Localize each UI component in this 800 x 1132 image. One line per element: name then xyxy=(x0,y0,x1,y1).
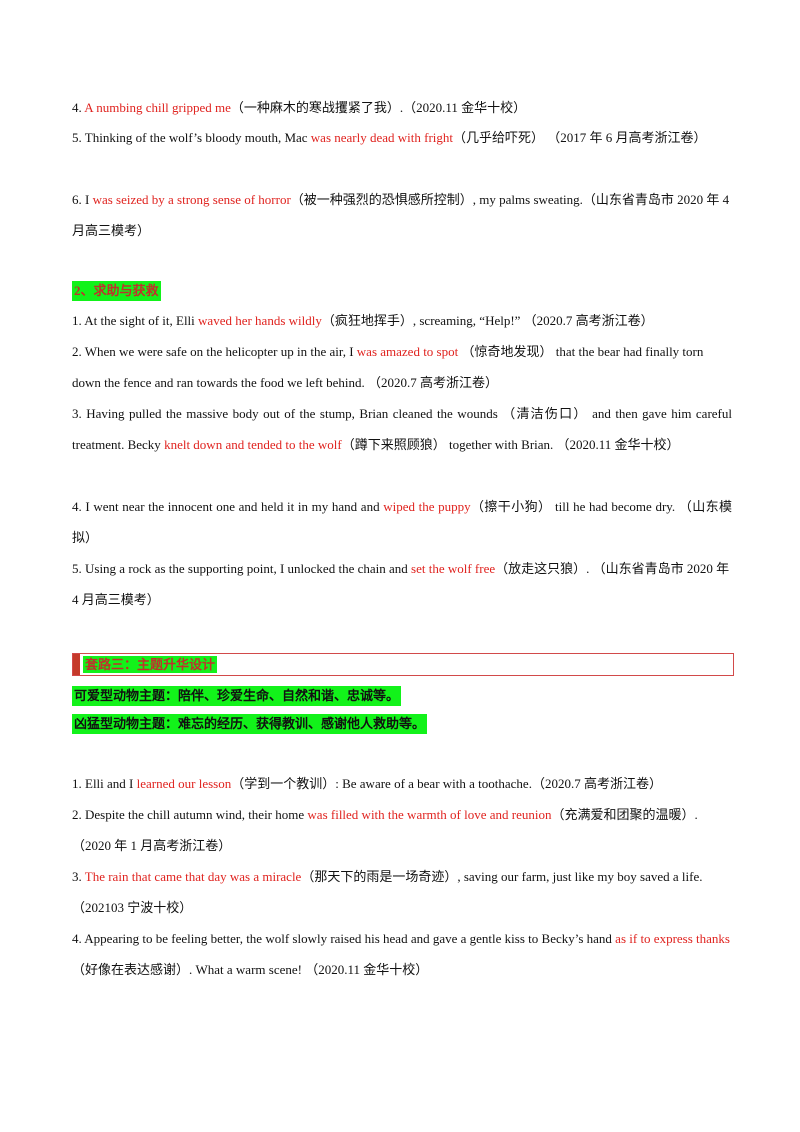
sentence-gloss: （擦干小狗） till he had become dry. （山东模拟） xyxy=(72,499,732,545)
sentence-text: Thinking of the wolf’s bloody mouth, Mac xyxy=(81,130,311,145)
sentence-gloss: （好像在表达感谢）. What a warm scene! （2020.11 金… xyxy=(72,962,429,977)
highlighted-phrase: was seized by a strong sense of horror xyxy=(92,192,291,207)
highlighted-phrase: knelt down and tended to the wolf xyxy=(164,437,342,452)
sentence-text: When we were safe on the helicopter up i… xyxy=(81,344,357,359)
example-sentence-1: 1. At the sight of it, Elli waved her ha… xyxy=(72,305,732,336)
theme-cute-animals: 可爱型动物主题：陪伴、珍爱生命、自然和谐、忠诚等。 xyxy=(72,686,402,706)
section-heading-help-rescue: 2、求助与获救 xyxy=(72,281,161,301)
sentence-gloss: （蹲下来照顾狼） together with Brian. （2020.11 金… xyxy=(341,437,680,452)
sentence-number: 4. xyxy=(72,931,82,946)
example-sentence-4b: 4. I went near the innocent one and held… xyxy=(72,491,732,553)
sentence-number: 4. xyxy=(72,100,82,115)
theme-sentence-1: 1. Elli and I learned our lesson（学到一个教训）… xyxy=(72,768,732,799)
example-sentence-6: 6. I was seized by a strong sense of hor… xyxy=(72,184,732,246)
sentence-number: 2. xyxy=(72,807,82,822)
sentence-gloss: （充满爱和团聚的温暖）.（2020 年 1 月高考浙江卷） xyxy=(72,807,698,853)
sentence-gloss: （几乎给吓死） （2017 年 6 月高考浙江卷） xyxy=(453,130,707,145)
sentence-number: 5. xyxy=(72,561,82,576)
highlighted-phrase: A numbing chill gripped me xyxy=(84,100,231,115)
sentence-text: I xyxy=(81,192,93,207)
theme-sentence-3: 3. The rain that came that day was a mir… xyxy=(72,861,732,923)
section-title-box: 套路三：主题升华设计 xyxy=(72,653,734,676)
highlighted-phrase: wiped the puppy xyxy=(383,499,471,514)
example-sentence-5: 5. Thinking of the wolf’s bloody mouth, … xyxy=(72,122,732,153)
sentence-gloss: （那天下的雨是一场奇迹）, saving our farm, just like… xyxy=(72,869,703,915)
sentence-text: Having pulled the massive body out of th… xyxy=(72,406,732,452)
highlighted-phrase: was amazed to spot xyxy=(356,344,459,359)
sentence-gloss: （一种麻木的寒战攫紧了我）.（2020.11 金华十校） xyxy=(230,100,527,115)
sentence-text: At the sight of it, Elli xyxy=(81,313,199,328)
highlighted-phrase: The rain that came that day was a miracl… xyxy=(84,869,302,884)
sentence-number: 2. xyxy=(72,344,82,359)
sentence-number: 1. xyxy=(72,776,82,791)
example-sentence-2: 2. When we were safe on the helicopter u… xyxy=(72,336,732,398)
sentence-number: 3. xyxy=(72,406,82,421)
sentence-number: 6. xyxy=(72,192,82,207)
sentence-number: 5. xyxy=(72,130,82,145)
theme-fierce-animals: 凶猛型动物主题：难忘的经历、获得教训、感谢他人救助等。 xyxy=(72,714,428,734)
sentence-number: 4. xyxy=(72,499,82,514)
sentence-text: I went near the innocent one and held it… xyxy=(81,499,384,514)
sentence-number: 1. xyxy=(72,313,82,328)
highlighted-phrase: was filled with the warmth of love and r… xyxy=(307,807,552,822)
sentence-gloss: （疯狂地挥手）, screaming, “Help!” （2020.7 高考浙江… xyxy=(321,313,654,328)
example-sentence-4: 4. A numbing chill gripped me（一种麻木的寒战攫紧了… xyxy=(72,92,732,123)
sentence-gloss: （放走这只狼）. （山东省青岛市 2020 年 4 月高三模考） xyxy=(72,561,730,607)
section-marker-bar xyxy=(73,654,80,675)
highlighted-phrase: learned our lesson xyxy=(136,776,232,791)
highlighted-phrase: waved her hands wildly xyxy=(198,313,322,328)
highlighted-phrase: set the wolf free xyxy=(411,561,496,576)
section-title: 套路三：主题升华设计 xyxy=(83,656,218,673)
theme-sentence-2: 2. Despite the chill autumn wind, their … xyxy=(72,799,732,861)
example-sentence-3: 3. Having pulled the massive body out of… xyxy=(72,398,732,460)
sentence-gloss: （惊奇地发现） that the bear had finally torn d… xyxy=(72,344,704,390)
sentence-number: 3. xyxy=(72,869,82,884)
sentence-text: Using a rock as the supporting point, I … xyxy=(81,561,412,576)
sentence-text: Elli and I xyxy=(81,776,137,791)
sentence-gloss: （被一种强烈的恐惧感所控制）, my palms sweating.（山东省青岛… xyxy=(72,192,730,238)
sentence-gloss: （学到一个教训）: Be aware of a bear with a toot… xyxy=(231,776,662,791)
highlighted-phrase: was nearly dead with fright xyxy=(310,130,454,145)
sentence-text: Appearing to be feeling better, the wolf… xyxy=(81,931,616,946)
highlighted-phrase: as if to express thanks xyxy=(615,931,730,946)
theme-sentence-4: 4. Appearing to be feeling better, the w… xyxy=(72,923,732,985)
sentence-text: Despite the chill autumn wind, their hom… xyxy=(81,807,308,822)
example-sentence-5b: 5. Using a rock as the supporting point,… xyxy=(72,553,732,615)
